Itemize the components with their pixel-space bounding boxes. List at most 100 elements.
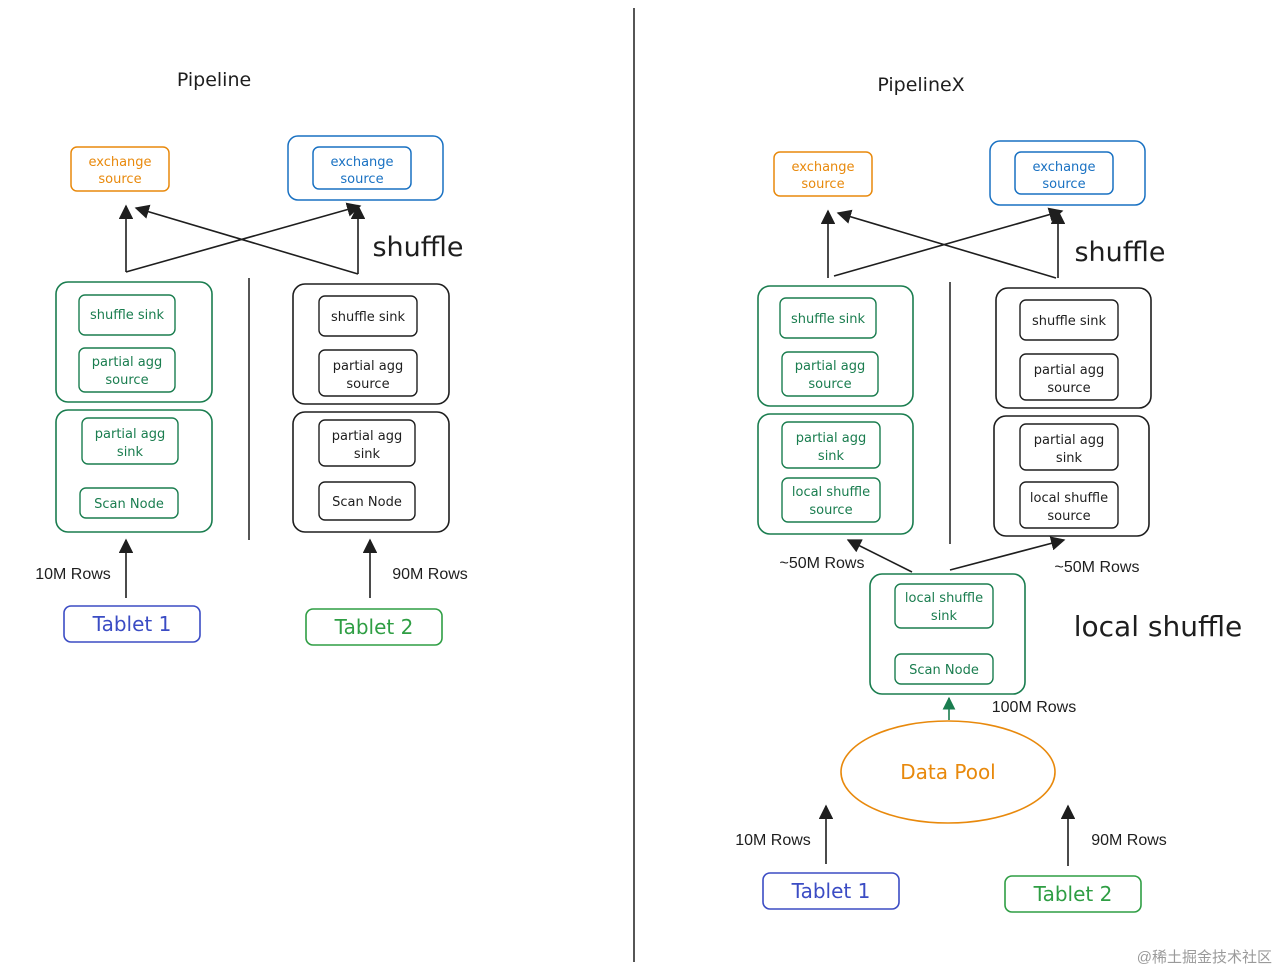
shuffle-label: shuffle: [372, 232, 463, 263]
partial-agg-sink-a-line1: partial agg: [95, 427, 165, 442]
tablet-1: Tablet 1: [92, 612, 172, 636]
x-shuffle-sink-a: shuffle sink: [791, 312, 866, 327]
shuffle-sink-box-a: [78, 294, 176, 336]
x-partial-agg-source-box-b: [1019, 353, 1119, 401]
x-local-shuffle-sink-line2: sink: [931, 609, 958, 624]
exchange-source-1-line2: source: [98, 172, 141, 187]
tablet-2-box: [305, 608, 443, 646]
pipeline-b-lower-box: [292, 411, 450, 533]
x-pipeline-a-lower-box: [757, 413, 914, 535]
x-shuffle-sink-b: shuffle sink: [1032, 314, 1107, 329]
partial-agg-source-a-line2: source: [105, 373, 148, 388]
pipeline-a-lower-box: [55, 409, 213, 533]
x-tablet-1-box: [762, 872, 900, 910]
x-rows-split-a: ~50M Rows: [780, 555, 865, 572]
exchange-source-1-line1: exchange: [88, 155, 151, 170]
x-pipeline-a-upper-box: [757, 285, 914, 407]
tablet-1-box: [63, 605, 201, 643]
rows-tablet-1: 10M Rows: [35, 566, 111, 583]
x-scan-node-box: [894, 653, 994, 685]
x-partial-agg-source-a-line2: source: [808, 377, 851, 392]
x-local-shuffle-label: local shuffle: [1074, 610, 1243, 643]
x-arrow-a-to-exchange-2: [833, 207, 1064, 277]
x-shuffle-sink-box-a: [779, 297, 877, 339]
x-rows-tablet-2: 90M Rows: [1091, 832, 1167, 849]
shuffle-sink-box-b: [318, 295, 418, 337]
x-exchange-source-1-line2: source: [801, 177, 844, 192]
partial-agg-sink-box-b: [318, 419, 416, 467]
exchange-source-2-line1: exchange: [330, 155, 393, 170]
partial-agg-sink-a-line2: sink: [117, 445, 144, 460]
pipelinex-diagram: PipelineX exchange source exchange sourc…: [735, 74, 1243, 913]
partial-agg-sink-b-line1: partial agg: [332, 429, 402, 444]
scan-node-b: Scan Node: [332, 495, 402, 510]
exchange-source-outer-2: [287, 135, 444, 201]
partial-agg-sink-b-line2: sink: [354, 447, 381, 462]
x-local-shuffle-source-box-b: [1019, 481, 1119, 529]
x-shuffle-sink-box-b: [1019, 299, 1119, 341]
tablet-2: Tablet 2: [334, 615, 414, 639]
arrow-b-to-exchange-1: [134, 204, 359, 275]
x-pipeline-b-upper-box: [995, 287, 1152, 409]
x-rows-split-b: ~50M Rows: [1055, 559, 1140, 576]
x-scan-node: Scan Node: [909, 663, 979, 678]
exchange-source-2-line2: source: [340, 172, 383, 187]
x-partial-agg-sink-b-line2: sink: [1056, 451, 1083, 466]
x-tablet-1: Tablet 1: [791, 879, 871, 903]
x-partial-agg-sink-a-line1: partial agg: [796, 431, 866, 446]
x-tablet-2: Tablet 2: [1033, 882, 1113, 906]
pipeline-title: Pipeline: [177, 69, 251, 91]
x-local-shuffle-box: [869, 573, 1026, 695]
scan-node-box-b: [318, 481, 416, 521]
x-local-shuffle-source-a-line1: local shuffle: [792, 485, 870, 500]
rows-tablet-2: 90M Rows: [392, 566, 468, 583]
x-partial-agg-source-b-line1: partial agg: [1034, 363, 1104, 378]
shuffle-sink-b: shuffle sink: [331, 310, 406, 325]
x-partial-agg-source-box-a: [781, 351, 879, 397]
x-local-shuffle-source-box-a: [781, 477, 881, 523]
x-exchange-source-outer-2: [989, 140, 1146, 206]
x-pipeline-b-lower-box: [993, 415, 1150, 537]
x-local-shuffle-source-b-line1: local shuffle: [1030, 491, 1108, 506]
x-partial-agg-sink-box-b: [1019, 423, 1119, 471]
x-arrow-local-to-a: [846, 539, 913, 573]
pipeline-b-upper-box: [292, 283, 450, 405]
x-partial-agg-sink-b-line1: partial agg: [1034, 433, 1104, 448]
pipeline-diagram: Pipeline exchange source exchange source…: [35, 69, 468, 646]
partial-agg-source-box-a: [78, 347, 176, 393]
x-local-shuffle-source-b-line2: source: [1047, 509, 1090, 524]
x-exchange-source-2-line1: exchange: [1032, 160, 1095, 175]
x-data-pool: Data Pool: [900, 760, 996, 784]
x-shuffle-label: shuffle: [1074, 237, 1165, 268]
x-arrow-local-to-b: [949, 536, 1066, 571]
x-local-shuffle-sink-box: [894, 583, 994, 629]
x-partial-agg-source-b-line2: source: [1047, 381, 1090, 396]
scan-node-a: Scan Node: [94, 497, 164, 512]
x-arrow-b-to-exchange-1: [836, 209, 1057, 279]
partial-agg-source-box-b: [318, 349, 418, 397]
exchange-source-box-1: [70, 146, 170, 192]
x-local-shuffle-source-a-line2: source: [809, 503, 852, 518]
x-rows-total: 100M Rows: [992, 699, 1076, 716]
partial-agg-source-a-line1: partial agg: [92, 355, 162, 370]
x-partial-agg-source-a-line1: partial agg: [795, 359, 865, 374]
x-exchange-source-1-line1: exchange: [791, 160, 854, 175]
x-partial-agg-sink-a-line2: sink: [818, 449, 845, 464]
scan-node-box-a: [79, 487, 179, 519]
x-rows-tablet-1: 10M Rows: [735, 832, 811, 849]
x-exchange-source-box-1: [773, 151, 873, 197]
x-data-pool-ellipse: [840, 720, 1056, 824]
x-local-shuffle-sink-line1: local shuffle: [905, 591, 983, 606]
x-exchange-source-2-line2: source: [1042, 177, 1085, 192]
shuffle-sink-a: shuffle sink: [90, 308, 165, 323]
exchange-source-box-2: [312, 146, 412, 190]
x-tablet-2-box: [1004, 875, 1142, 913]
pipeline-a-upper-box: [55, 281, 213, 403]
watermark: @稀土掘金技术社区: [1137, 949, 1272, 966]
pipelinex-title: PipelineX: [877, 74, 964, 96]
partial-agg-source-b-line2: source: [346, 377, 389, 392]
partial-agg-source-b-line1: partial agg: [333, 359, 403, 374]
partial-agg-sink-box-a: [81, 417, 179, 465]
x-partial-agg-sink-box-a: [781, 421, 881, 469]
